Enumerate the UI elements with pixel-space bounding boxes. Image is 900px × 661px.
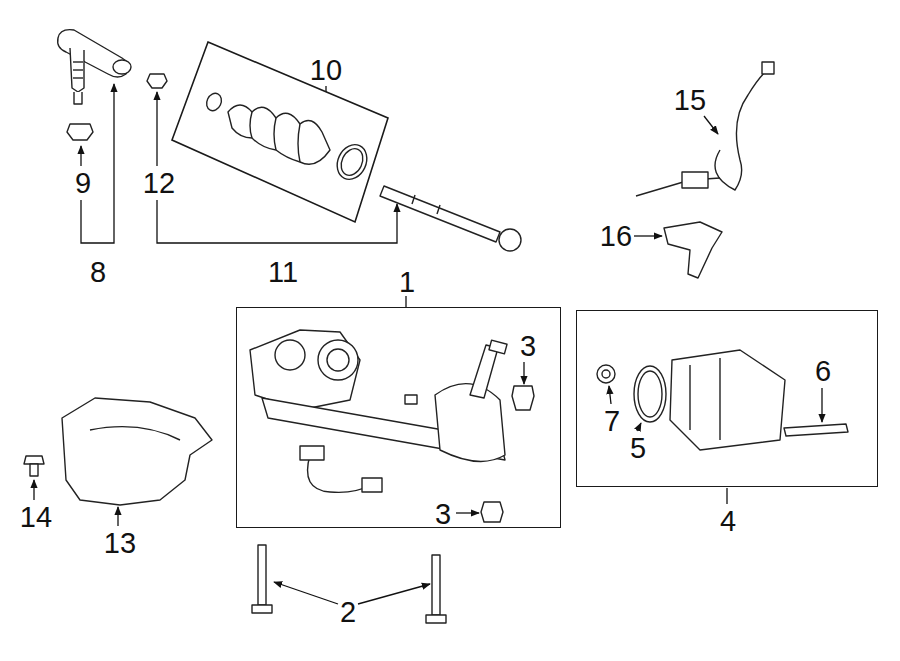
group-outline <box>168 38 392 226</box>
callout-number: 3 <box>520 332 536 361</box>
group-box: 133 <box>236 307 561 528</box>
bushing <box>481 502 503 522</box>
callout-number: 14 <box>20 503 52 532</box>
callout-number: 7 <box>604 407 620 436</box>
boot-kit <box>204 91 372 184</box>
callout-number: 1 <box>399 268 415 297</box>
heat-shield <box>62 398 212 505</box>
callout-number: 6 <box>815 357 831 386</box>
callout-number: 13 <box>104 529 136 558</box>
callout-number: 4 <box>720 507 736 536</box>
nut <box>147 74 167 88</box>
steering-rack <box>250 330 507 492</box>
group-box: 4756 <box>576 310 878 487</box>
callout-number: 3 <box>435 500 451 529</box>
wiring-harness <box>636 62 774 196</box>
callout-number: 16 <box>600 222 632 251</box>
bracket <box>664 222 722 278</box>
group-box: 10 <box>168 38 392 226</box>
heat-shield <box>90 427 180 440</box>
callout-number: 10 <box>310 56 342 85</box>
callout-number: 15 <box>674 86 706 115</box>
group-outline <box>172 42 388 222</box>
callout-number: 2 <box>340 598 356 627</box>
callout-number: 5 <box>630 434 646 463</box>
callout-number: 8 <box>90 258 106 287</box>
callout-number: 12 <box>143 169 175 198</box>
callout-number: 9 <box>75 169 91 198</box>
callout-number: 11 <box>268 258 298 287</box>
nut <box>67 124 93 140</box>
bolt <box>24 456 44 476</box>
inner-tie-rod <box>380 186 521 251</box>
tie-rod-end <box>58 30 131 104</box>
leader-lines <box>34 84 822 604</box>
bushing <box>512 386 534 410</box>
